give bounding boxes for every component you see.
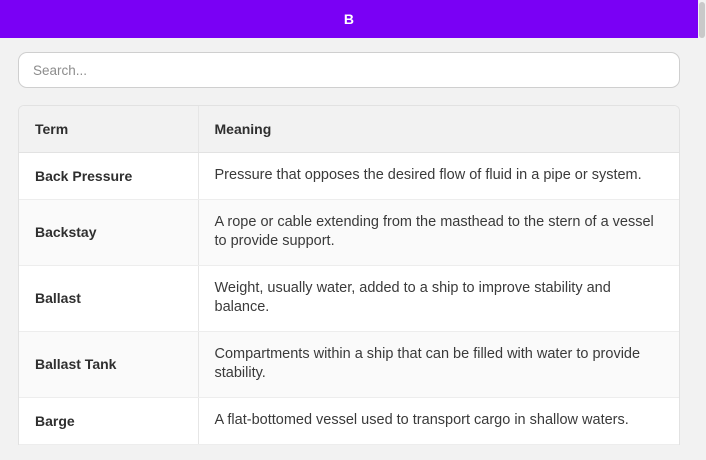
table-row[interactable]: Barge A flat-bottomed vessel used to tra… bbox=[19, 397, 679, 445]
glossary-table-container: Term Meaning Back Pressure Pressure that… bbox=[18, 105, 680, 445]
search-bar bbox=[0, 38, 698, 88]
table-header-row: Term Meaning bbox=[19, 106, 679, 153]
table-row[interactable]: Ballast Tank Compartments within a ship … bbox=[19, 331, 679, 398]
cell-meaning: A rope or cable extending from the masth… bbox=[198, 199, 679, 266]
cell-meaning: Compartments within a ship that can be f… bbox=[198, 331, 679, 398]
cell-term: Ballast Tank bbox=[19, 331, 199, 398]
cell-term: Backstay bbox=[19, 199, 199, 266]
cell-term: Barge bbox=[19, 397, 199, 445]
table-row[interactable]: Back Pressure Pressure that opposes the … bbox=[19, 152, 679, 200]
app-header: B bbox=[0, 0, 698, 38]
table-header: Term Meaning bbox=[19, 106, 679, 153]
cell-meaning: A flat-bottomed vessel used to transport… bbox=[198, 397, 679, 445]
page-title: B bbox=[343, 11, 355, 27]
cell-meaning: Pressure that opposes the desired flow o… bbox=[198, 152, 679, 200]
table-body: Back Pressure Pressure that opposes the … bbox=[19, 152, 679, 445]
scrollbar-thumb[interactable] bbox=[699, 2, 705, 38]
cell-term: Ballast bbox=[19, 265, 199, 332]
table-row[interactable]: Backstay A rope or cable extending from … bbox=[19, 199, 679, 266]
table-row[interactable]: Ballast Weight, usually water, added to … bbox=[19, 265, 679, 332]
glossary-table: Term Meaning Back Pressure Pressure that… bbox=[19, 106, 679, 445]
cell-term: Back Pressure bbox=[19, 152, 199, 200]
search-input[interactable] bbox=[18, 52, 680, 88]
vertical-scrollbar[interactable] bbox=[698, 0, 706, 460]
column-header-meaning: Meaning bbox=[198, 106, 679, 153]
page-content: Term Meaning Back Pressure Pressure that… bbox=[0, 38, 698, 460]
column-header-term: Term bbox=[19, 106, 199, 153]
cell-meaning: Weight, usually water, added to a ship t… bbox=[198, 265, 679, 332]
